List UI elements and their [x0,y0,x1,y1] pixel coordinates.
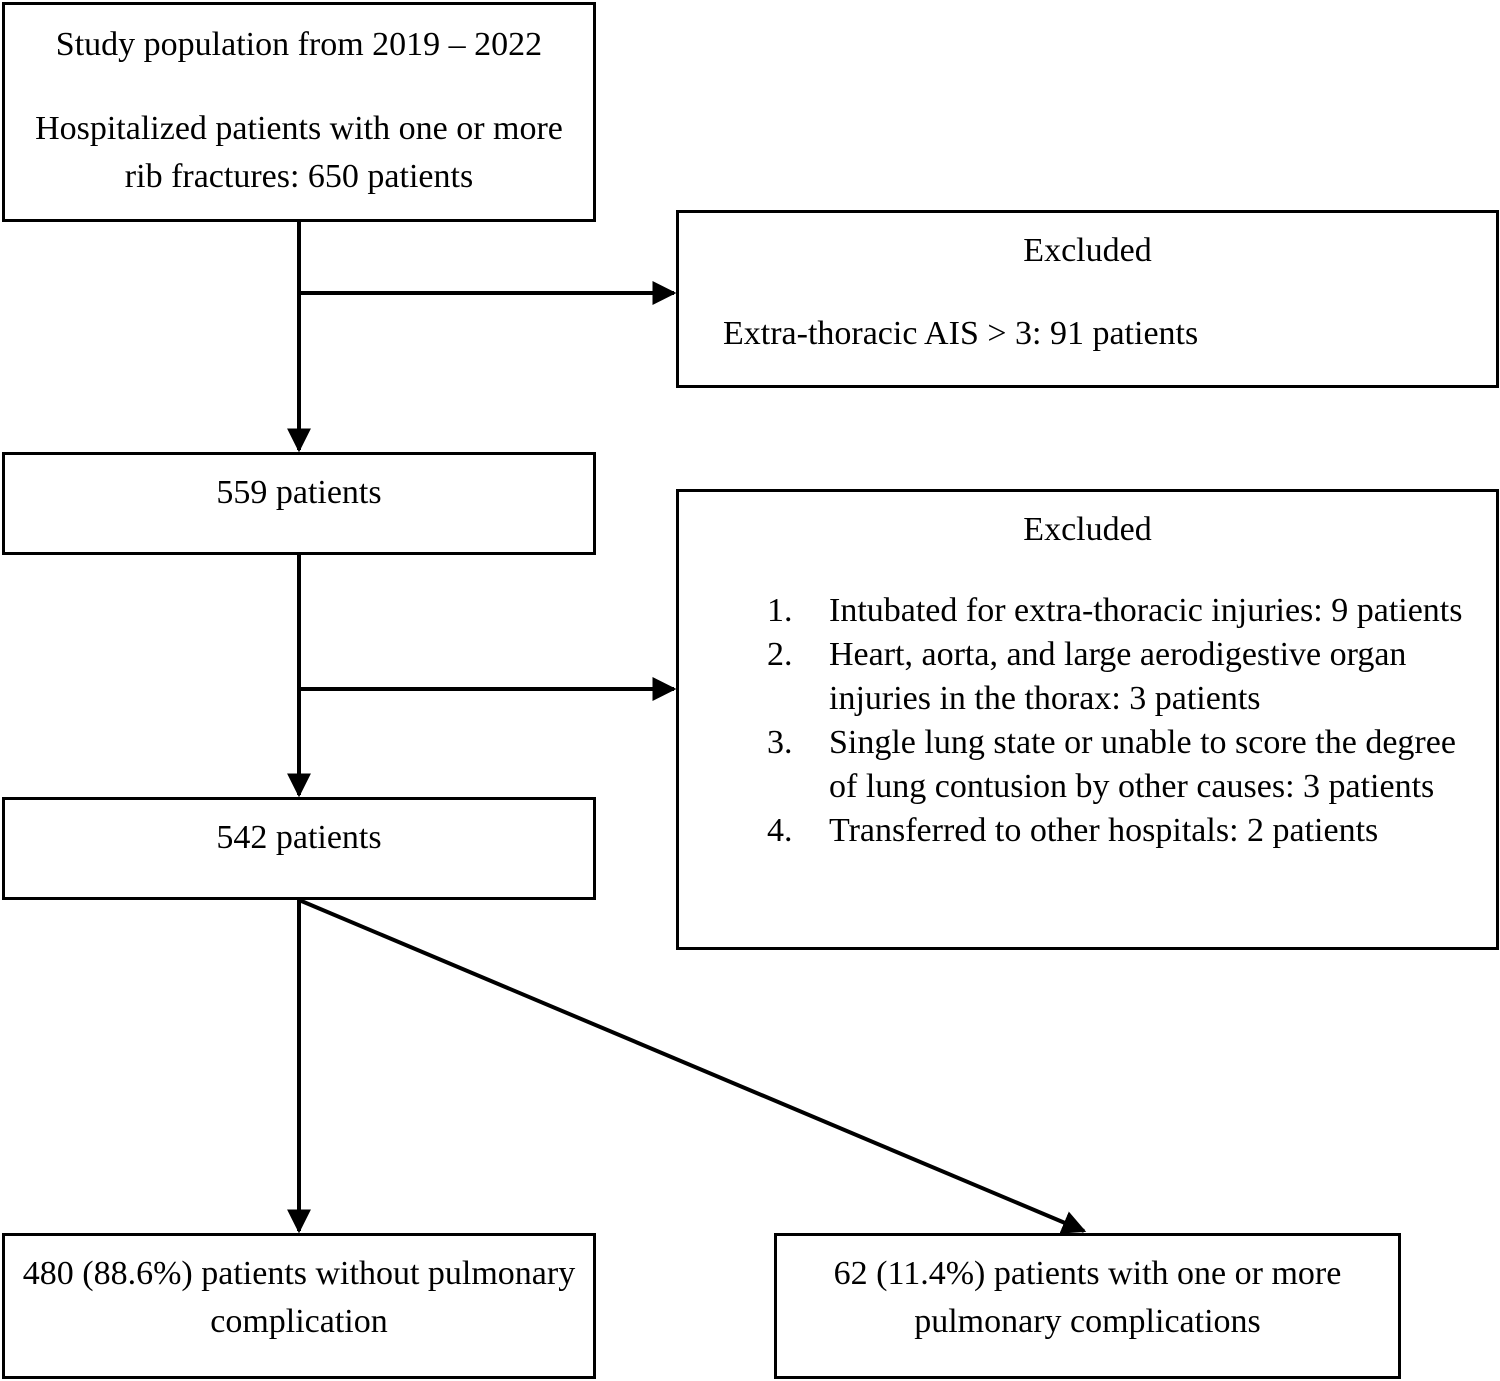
exclusion2-heading: Excluded [1023,511,1152,548]
study-population-title: Study population from 2019 – 2022 [55,26,543,63]
exclusion2-box: Excluded 1. Intubated for extra-thoracic … [676,489,1499,950]
study-population-desc: Hospitalized patients with one or more r… [35,110,563,195]
exclusion2-item: 3. Single lung state or unable to score t… [767,721,1476,809]
count-542-box: 542 patients [2,797,596,900]
arrow-to-with [298,898,1087,1234]
exclusion2-item-text: Intubated for extra-thoracic injuries: 9… [829,592,1463,629]
exclusion2-item-text: Heart, aorta, and large aerodigestive or… [829,636,1407,717]
exclusion2-item: 4. Transferred to other hospitals: 2 pati… [767,809,1476,853]
exclusion2-item-number: 4. [767,812,793,849]
outcome-with-label: 62 (11.4%) patients with one or more pul… [833,1255,1342,1340]
exclusion2-item-text: Single lung state or unable to score the… [829,724,1456,805]
study-population-box: Study population from 2019 – 2022 Hospit… [2,2,596,222]
exclusion2-item-number: 2. [767,636,793,673]
exclusion2-item-number: 1. [767,592,793,629]
exclusion2-item: 2. Heart, aorta, and large aerodigestive … [767,633,1476,721]
exclusion2-list: 1. Intubated for extra-thoracic injuries:… [767,589,1476,853]
count-559-label: 559 patients [216,474,382,511]
outcome-without-box: 480 (88.6%) patients without pulmonary c… [2,1233,596,1379]
exclusion1-heading: Excluded [1023,232,1152,269]
exclusion1-line: Extra-thoracic AIS > 3: 91 patients [723,315,1199,352]
exclusion2-item: 1. Intubated for extra-thoracic injuries:… [767,589,1476,633]
outcome-without-label: 480 (88.6%) patients without pulmonary c… [22,1255,576,1340]
exclusion1-box: Excluded Extra-thoracic AIS > 3: 91 pati… [676,210,1499,388]
exclusion2-item-text: Transferred to other hospitals: 2 patien… [829,812,1379,849]
exclusion2-item-number: 3. [767,724,793,761]
count-559-box: 559 patients [2,452,596,555]
outcome-with-box: 62 (11.4%) patients with one or more pul… [774,1233,1401,1379]
count-542-label: 542 patients [216,819,382,856]
